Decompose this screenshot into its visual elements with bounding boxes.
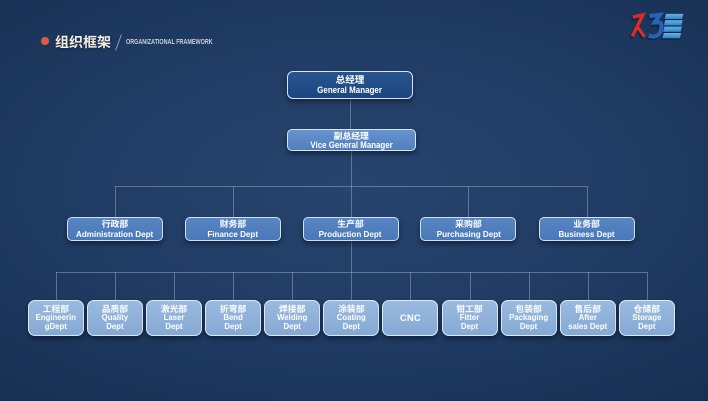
org-box-label-en: Engineerin gDept bbox=[35, 313, 76, 332]
org-box-label-zh: 激光部 bbox=[160, 301, 188, 315]
org-box-label-en: Purchasing Dept bbox=[436, 228, 501, 239]
org-box-label-zh: 售后部 bbox=[574, 301, 601, 315]
org-box-label-en: General Manager bbox=[317, 84, 383, 96]
org-box-label-en: Packaging Dept bbox=[509, 313, 549, 332]
org-box-label-en: Bend Dept bbox=[223, 313, 243, 332]
org-box-quality-dept: 品质部 Quality Dept bbox=[86, 299, 143, 336]
org-box-label-zh: 焊接部 bbox=[278, 301, 306, 315]
org-box-packaging-dept: 包装部 Packaging Dept bbox=[500, 299, 557, 336]
org-box-label-zh: 副总经理 bbox=[333, 128, 369, 142]
org-box-label-zh: 涂装部 bbox=[338, 301, 365, 315]
org-box-label-zh: 品质部 bbox=[101, 301, 129, 315]
org-box-label-en: Vice General Manager bbox=[310, 139, 393, 151]
connector-l1-l2 bbox=[349, 98, 351, 129]
org-box-welding-dept: 焊接部 Welding Dept bbox=[264, 299, 321, 336]
org-box-label-en: Quality Dept bbox=[101, 313, 129, 332]
org-box-label-zh: 行政部 bbox=[101, 217, 129, 231]
title-separator bbox=[114, 33, 122, 51]
org-box-label-zh: 采购部 bbox=[455, 217, 482, 231]
org-box-label-en: Business Dept bbox=[558, 228, 615, 239]
org-box-cnc-dept: CNC bbox=[382, 299, 439, 336]
org-box-label-en: After sales Dept bbox=[568, 313, 608, 332]
org-box-label-zh: CNC bbox=[399, 310, 421, 325]
org-box-coating-dept: 涂装部 Coating Dept bbox=[323, 299, 380, 336]
connector-l2-bus1 bbox=[350, 151, 352, 186]
connector-drop-l3-5 bbox=[586, 185, 588, 217]
connector-drop-l4-5 bbox=[292, 271, 294, 301]
org-box-label-en: Laser Dept bbox=[163, 313, 185, 332]
org-box-label-en: Finance Dept bbox=[207, 228, 259, 239]
org-box-label-zh: 生产部 bbox=[337, 217, 364, 231]
connector-drop-l4-6 bbox=[351, 271, 353, 301]
org-box-label-en: Production Dept bbox=[319, 228, 382, 239]
connector-bus2 bbox=[55, 271, 647, 273]
org-box-engineering-dept: 工程部 Engineerin gDept bbox=[27, 299, 84, 336]
company-logo-icon bbox=[630, 12, 684, 39]
org-box-label-zh: 折弯部 bbox=[219, 301, 247, 315]
org-box-finance-dept: 财务部 Finance Dept bbox=[185, 216, 281, 242]
org-box-bend-dept: 折弯部 Bend Dept bbox=[205, 299, 262, 336]
org-box-after-sales-dept: 售后部 After sales Dept bbox=[559, 299, 616, 336]
connector-drop-l4-2 bbox=[114, 271, 116, 301]
org-box-label-zh: 工程部 bbox=[42, 301, 69, 315]
org-box-label-zh: 总经理 bbox=[335, 72, 365, 86]
connector-drop-l4-11 bbox=[646, 271, 648, 301]
connector-drop-l4-4 bbox=[233, 271, 235, 301]
connector-drop-l4-1 bbox=[55, 271, 57, 301]
org-box-production-dept: 生产部 Production Dept bbox=[302, 216, 399, 242]
connector-drop-l3-3 bbox=[350, 185, 352, 217]
org-box-purchasing-dept: 采购部 Purchasing Dept bbox=[420, 216, 517, 242]
org-box-general-manager: 总经理 General Manager bbox=[287, 70, 413, 99]
org-box-label-en: Welding Dept bbox=[277, 313, 308, 332]
title-bullet-dot-icon bbox=[41, 37, 49, 45]
org-box-label-en: Coating Dept bbox=[336, 313, 366, 332]
org-box-label-en: Administration Dept bbox=[76, 228, 154, 239]
org-box-label-zh: 业务部 bbox=[573, 217, 600, 231]
connector-drop-l3-4 bbox=[468, 185, 470, 217]
org-box-label-en: Fitter Dept bbox=[459, 313, 480, 332]
page-title-english: ORGANIZATIONAL FRAMEWORK bbox=[126, 36, 213, 46]
connector-drop-l4-8 bbox=[469, 271, 471, 301]
connector-drop-l4-9 bbox=[528, 271, 530, 301]
org-box-storage-dept: 仓储部 Storage Dept bbox=[618, 299, 675, 336]
connector-drop-l3-1 bbox=[115, 185, 116, 217]
connector-drop-l4-3 bbox=[174, 271, 175, 301]
org-box-label-en: Storage Dept bbox=[632, 313, 662, 332]
org-box-vice-general-manager: 副总经理 Vice General Manager bbox=[287, 128, 416, 152]
connector-drop-l3-2 bbox=[233, 185, 234, 217]
org-box-label-zh: 包装部 bbox=[515, 301, 542, 315]
connector-drop-l4-7 bbox=[410, 271, 412, 301]
page-title-chinese: 组织框架 bbox=[55, 32, 111, 52]
org-box-laser-dept: 激光部 Laser Dept bbox=[146, 299, 202, 336]
org-box-label-zh: 仓储部 bbox=[633, 301, 660, 315]
org-box-administration-dept: 行政部 Administration Dept bbox=[67, 216, 163, 242]
org-box-label-zh: 财务部 bbox=[219, 217, 247, 231]
connector-drop-l4-10 bbox=[587, 271, 589, 301]
org-box-business-dept: 业务部 Business Dept bbox=[538, 216, 635, 242]
org-box-label-zh: 钳工部 bbox=[456, 301, 483, 315]
org-box-fitter-dept: 钳工部 Fitter Dept bbox=[441, 299, 498, 336]
connector-l3-bus2 bbox=[350, 241, 352, 272]
